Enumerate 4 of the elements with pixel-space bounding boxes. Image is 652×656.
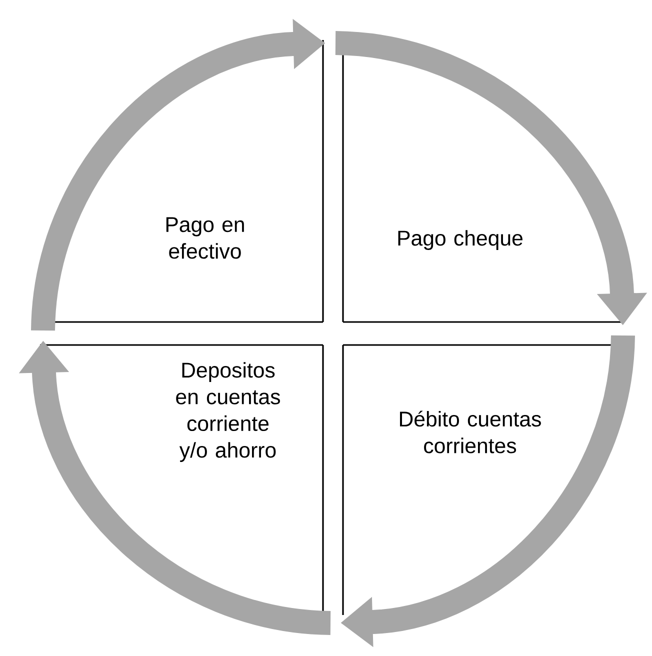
quadrant-panel: Pago cheque	[342, 40, 622, 323]
quadrant-panel: Depositos en cuentas corriente y/o ahorro	[40, 344, 324, 615]
quadrant-panel: Pago en efectivo	[40, 40, 324, 323]
quadrant-panel: Débito cuentas corrientes	[342, 344, 622, 615]
